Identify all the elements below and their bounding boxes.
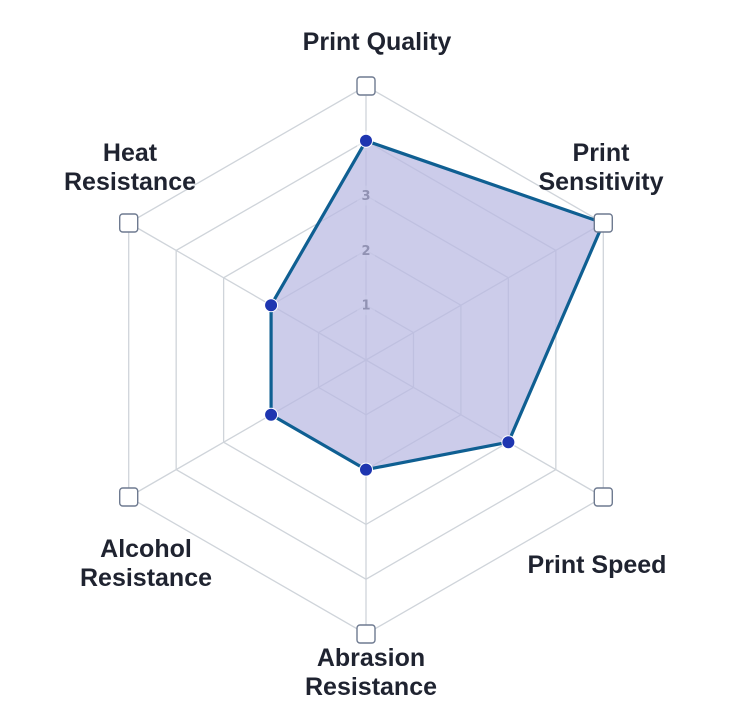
axis-end-marker-6 [119, 213, 139, 233]
axis-label-line: Resistance [305, 673, 437, 701]
axis-label-3: Print Speed [528, 551, 667, 579]
axis-label-1: Print Quality [303, 28, 452, 56]
axis-end-marker-3 [593, 487, 613, 507]
data-point-5 [264, 407, 279, 422]
axis-label-line: Print Quality [303, 28, 452, 56]
axis-end-marker-1 [356, 76, 376, 96]
axis-end-markers [119, 76, 613, 644]
data-point-1 [359, 133, 373, 148]
axis-label-line: Sensitivity [538, 168, 663, 196]
axis-label-line: Abrasion [317, 644, 425, 672]
axis-label-line: Print [573, 139, 631, 167]
axis-label-line: Resistance [80, 564, 212, 592]
axis-label-line: Print Speed [528, 551, 667, 579]
data-point-3 [501, 435, 516, 450]
axis-end-marker-2 [593, 213, 613, 233]
axis-end-marker-5 [119, 487, 139, 507]
axis-label-line: Alcohol [100, 535, 192, 563]
data-point-6 [264, 298, 279, 313]
axis-label-line: Heat [103, 139, 158, 167]
data-point-4 [359, 462, 373, 477]
axis-end-marker-4 [356, 624, 376, 644]
axis-label-line: Resistance [64, 168, 196, 196]
